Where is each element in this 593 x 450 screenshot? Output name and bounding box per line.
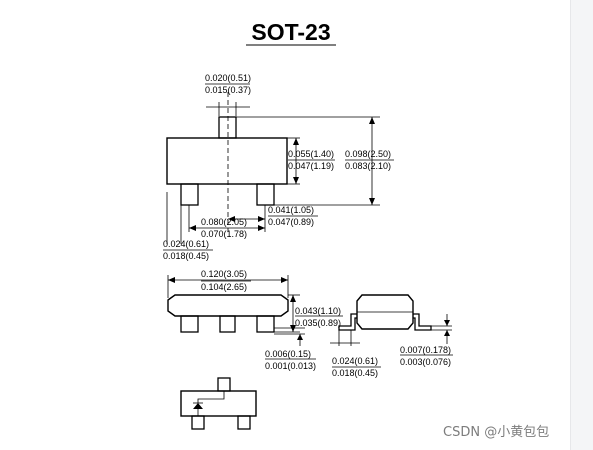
dim-pitch-min: 0.070(1.78) [201, 229, 247, 239]
dim-overall-height-max: 0.098(2.50) [345, 149, 391, 159]
dim-lead-thick-arrow-bottom [444, 330, 450, 336]
dim-lead-thick-min: 0.003(0.076) [400, 357, 451, 367]
side-view-lead-left [338, 313, 357, 331]
dim-lead-thick-arrow-top [444, 320, 450, 326]
top-view-lead-top [218, 116, 237, 139]
dim-overall-height-arrow-bottom [369, 198, 375, 205]
sot23-package-drawing: SOT-23 0.020(0.51) 0.015(0.37) 0.055(1.4… [163, 19, 549, 440]
dim-half-pitch-arrow-right [258, 216, 265, 222]
drawing-title: SOT-23 [251, 19, 330, 45]
dim-half-pitch-arrow-left [228, 216, 235, 222]
side-view: 0.024(0.61) 0.018(0.45) 0.007(0.178) 0.0… [330, 294, 453, 378]
dim-standoff-min: 0.001(0.013) [265, 361, 316, 371]
schematic-pin-left [191, 415, 205, 430]
dim-body-width-arrow-bottom [293, 177, 299, 184]
dim-body-length-min: 0.104(2.65) [201, 282, 247, 292]
dim-body-width-max: 0.055(1.40) [288, 149, 334, 159]
dim-pitch-max: 0.080(2.05) [201, 217, 247, 227]
dim-standoff-arrow [297, 334, 303, 340]
dim-thickness-max: 0.043(1.10) [295, 306, 341, 316]
dim-pitch-arrow-right [258, 225, 265, 231]
dim-body-length-arrow-right [281, 277, 288, 283]
schematic-pin-top [217, 377, 231, 392]
dim-half-pitch-min: 0.047(0.89) [268, 217, 314, 227]
front-view-lead-left [180, 315, 199, 333]
dim-half-pitch-max: 0.041(1.05) [268, 205, 314, 215]
dim-lead-top-max: 0.020(0.51) [205, 73, 251, 83]
front-view-lead-center [219, 315, 236, 333]
dim-thickness-arrow-bottom [290, 325, 296, 332]
csdn-watermark: CSDN @小黄包包 [443, 425, 549, 440]
dim-body-length-arrow-left [168, 277, 175, 283]
top-view-body [166, 137, 288, 185]
front-view-body [167, 294, 289, 317]
dim-overall-height-min: 0.083(2.10) [345, 161, 391, 171]
side-view-lead-right [413, 313, 432, 331]
top-view: 0.020(0.51) 0.015(0.37) 0.055(1.40) 0.04… [163, 73, 394, 261]
dim-foot-max: 0.024(0.61) [332, 356, 378, 366]
dim-lead-thick-max: 0.007(0.178) [400, 345, 451, 355]
dim-body-length-max: 0.120(3.05) [201, 269, 247, 279]
dim-foot-min: 0.018(0.45) [332, 368, 378, 378]
front-view: 0.120(3.05) 0.104(2.65) 0.043(1.10) 0.03… [167, 269, 343, 371]
drawing-canvas: SOT-23 0.020(0.51) 0.015(0.37) 0.055(1.4… [163, 19, 550, 440]
diode-triangle-icon [193, 403, 203, 409]
schematic-wire-top [197, 391, 225, 403]
dim-standoff-max: 0.006(0.15) [265, 349, 311, 359]
dim-overall-height-arrow-top [369, 117, 375, 124]
schematic-body [180, 390, 257, 417]
dim-lead-bottom-min: 0.018(0.45) [163, 251, 209, 261]
schematic-pin-right [237, 415, 251, 430]
dim-thickness-min: 0.035(0.89) [295, 318, 341, 328]
dim-lead-bottom-max: 0.024(0.61) [163, 239, 209, 249]
page-scroll-rail[interactable] [570, 0, 593, 450]
dim-pitch-arrow-left [189, 225, 196, 231]
dim-body-width-arrow-top [293, 138, 299, 145]
top-view-lead-right [256, 183, 275, 206]
dim-thickness-arrow-top [290, 295, 296, 302]
front-view-lead-right [256, 315, 275, 333]
pinout-schematic [180, 377, 257, 430]
dim-lead-top-min: 0.015(0.37) [205, 85, 251, 95]
top-view-lead-left [180, 183, 199, 206]
side-view-body [356, 294, 414, 330]
dim-body-width-min: 0.047(1.19) [288, 161, 334, 171]
